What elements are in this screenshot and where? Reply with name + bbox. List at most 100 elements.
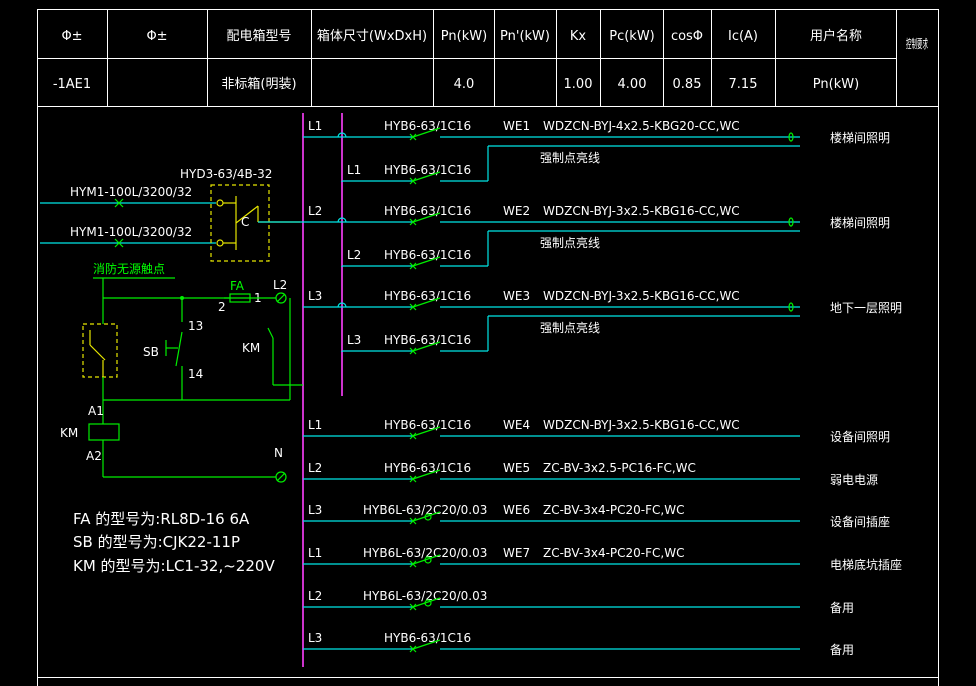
circuit-code: WE5 [503,461,530,475]
breaker-blade [412,341,441,352]
breaker-blade [412,469,441,480]
breaker-cross [409,262,417,270]
cable-end-mark [788,302,794,312]
circuit-phase: L1 [308,546,322,560]
header-col-size: 箱体尺寸(WxDxH) [317,28,427,44]
fa-label: FA [230,279,245,293]
row-model: 非标箱(明装) [221,76,296,92]
header-col-ic: Ic(A) [728,29,758,44]
a1-label: A1 [88,404,104,418]
fire-contact-label: 消防无源触点 [93,261,165,276]
header-col-pn2: Pn'(kW) [500,29,550,44]
breaker-blade [412,256,441,267]
ats-box [210,184,270,262]
row-user: Pn(kW) [813,77,859,92]
circuit-load: 电梯底坑插座 [830,557,902,572]
rcd-symbol [424,513,432,521]
circuit-load: 地下一层照明 [830,301,902,315]
circuit-breaker: HYB6-63/1C16 [384,631,471,645]
circuit-phase: L2 [308,589,322,603]
header-col-kx: Kx [570,29,587,44]
ats-mark: C [241,215,249,229]
incomer-1-label: HYM1-100L/3200/32 [70,185,192,199]
circuit-load: 备用 [830,601,854,615]
circuit-load: 设备间插座 [830,514,890,529]
breaker-blade [412,426,441,437]
busbar [302,113,343,667]
fire-contact-box [82,323,118,378]
header-col-pc: Pc(kW) [609,29,655,44]
breaker-cross [409,603,417,611]
circuit-cable: WDZCN-BYJ-3x2.5-KBG16-CC,WC [543,418,740,432]
incoming-section: HYM1-100L/3200/32 HYM1-100L/3200/32 HYD3… [40,167,303,262]
circuit-code: WE6 [503,503,530,517]
header-table: Φ± Φ± 配电箱型号 箱体尺寸(WxDxH) Pn(kW) Pn'(kW) K… [37,9,939,686]
breaker-blade [412,171,441,182]
note-km: KM 的型号为:LC1-32,~220V [73,557,275,575]
row-pn: 4.0 [454,77,475,92]
circuit-code: WE3 [503,289,530,303]
n-terminal-label: N [274,446,283,460]
sb-label: SB [143,345,159,359]
circuit-breaker: HYB6-63/1C16 [384,204,471,218]
breaker-blade [412,297,441,308]
circuit-cable: ZC-BV-3x4-PC20-FC,WC [543,503,684,517]
note-fa: FA 的型号为:RL8D-16 6A [73,510,250,528]
rcd-symbol [424,599,432,607]
circuit-breaker: HYB6-63/1C16 [384,119,471,133]
fa-pin2: 2 [218,300,226,314]
circuit-code: WE2 [503,204,530,218]
header-col-phi1: Φ± [61,29,82,44]
notes: FA 的型号为:RL8D-16 6A SB 的型号为:CJK22-11P KM … [73,510,275,575]
sb-pin13: 13 [188,319,203,333]
breaker-cross [409,517,417,525]
row-id: -1AE1 [53,77,91,92]
incomer-2-label: HYM1-100L/3200/32 [70,225,192,239]
breaker-blade [412,597,441,608]
header-col-user: 用户名称 [810,28,862,44]
circuit-code: WE7 [503,546,530,560]
breaker-cross [409,218,417,226]
breaker-cross [409,645,417,653]
circuit-breaker: HYB6L-63/2C20/0.03 [363,546,487,560]
circuit-breaker: HYB6-63/1C16 [384,289,471,303]
circuit-load: 设备间照明 [830,430,890,444]
circuit-breaker: HYB6-63/1C16 [384,163,471,177]
header-col-control: 控制要求 [906,37,928,51]
circuit-cable: WDZCN-BYJ-3x2.5-KBG16-CC,WC [543,289,740,303]
circuit-code: WE1 [503,119,530,133]
row-ic: 7.15 [729,77,758,92]
circuit-breaker: HYB6L-63/2C20/0.03 [363,589,487,603]
a2-label: A2 [86,449,102,463]
circuit-phase: L2 [347,248,361,262]
breaker-cross [409,560,417,568]
ats-label: HYD3-63/4B-32 [180,167,272,181]
breaker-blade [412,212,441,223]
breaker-cross [409,347,417,355]
circuit-load: 弱电电源 [830,473,878,487]
circuit-load: 楼梯间照明 [830,215,890,230]
breaker-blade [412,554,441,565]
circuit-cable: ZC-BV-3x4-PC20-FC,WC [543,546,684,560]
wire-crossover [337,217,347,223]
circuit-breaker: HYB6-63/1C16 [384,333,471,347]
header-col-model: 配电箱型号 [226,28,291,44]
l2-terminal-label: L2 [273,278,287,292]
circuit-breaker: HYB6-63/1C16 [384,248,471,262]
circuit-cable: WDZCN-BYJ-3x2.5-KBG16-CC,WC [543,204,740,218]
circuit-phase: L3 [308,503,322,517]
row-pc: 4.00 [618,77,647,92]
circuit-phase: L2 [308,204,322,218]
circuit-phase: L3 [347,333,361,347]
km-coil-label: KM [60,426,78,440]
cable-end-mark [788,217,794,227]
circuit-code: WE4 [503,418,530,432]
rcd-symbol [424,556,432,564]
note-sb: SB 的型号为:CJK22-11P [73,533,240,551]
km-coil [88,423,120,441]
circuit-load: 楼梯间照明 [830,130,890,145]
circuit-phase: L1 [308,119,322,133]
circuit-breaker: HYB6-63/1C16 [384,461,471,475]
